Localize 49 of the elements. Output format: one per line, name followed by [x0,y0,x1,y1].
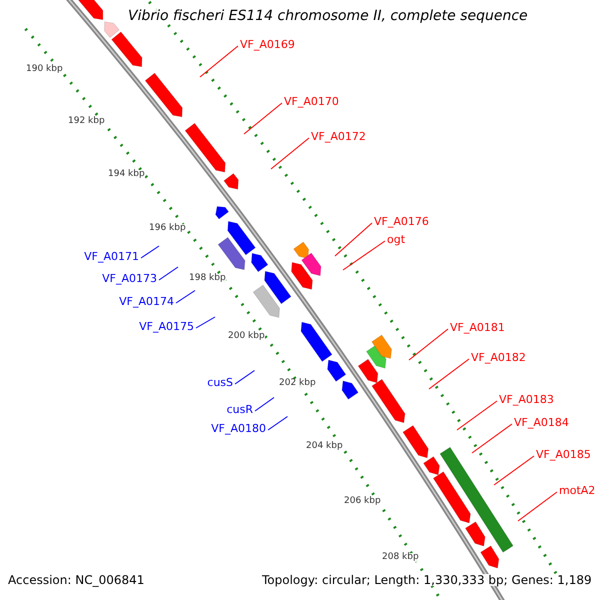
gene-label: VF_A0180 [211,423,266,434]
leader-line [254,397,274,412]
leader-line [456,400,498,430]
tick-label: 196 kbp [149,224,186,233]
leader-line [334,222,372,256]
tick-label: 194 kbp [108,170,145,179]
tick-label: 206 kbp [344,497,381,506]
gene-label: cusS [207,377,233,388]
gene-label: cusR [226,404,253,415]
leader-line [472,424,512,454]
gene-label: motA2 [559,485,596,496]
chart-title: Vibrio fischeri ES114 chromosome II, complete sequence [128,9,528,23]
gene-label: VF_A0170 [284,96,339,107]
gene-label: VF_A0175 [139,321,194,332]
leader-line [200,46,238,78]
leader-line [408,328,448,360]
leader-line [158,266,178,280]
leader-line [196,316,216,328]
tick-label: 208 kbp [382,553,419,562]
gene-label: VF_A0176 [374,216,429,227]
gene-label: VF_A0169 [240,39,295,50]
gene-label: VF_A0173 [102,273,157,284]
accession-text: Accession: NC_006841 [8,574,144,586]
tick-label: 192 kbp [68,117,105,126]
leader-line [270,138,310,170]
leader-line [428,358,470,390]
gene-label: VF_A0182 [471,352,526,363]
leader-line [234,370,255,384]
leader-line [342,240,386,270]
topology-text: Topology: circular; Length: 1,330,333 bp; Genes: 1,189 [262,574,592,586]
leader-line [268,416,288,430]
gene-label: VF_A0174 [119,296,174,307]
gene-label: VF_A0184 [514,417,569,428]
leader-line [518,492,558,522]
leader-line [494,456,534,486]
gene-label: VF_A0172 [311,131,366,142]
tick-label: 202 kbp [279,379,316,388]
tick-label: 204 kbp [306,442,343,451]
gene-label: VF_A0183 [499,394,554,405]
gene-label: VF_A0185 [536,449,591,460]
leader-line [140,246,160,258]
tick-label: 200 kbp [228,332,265,341]
gene-label: ogt [387,234,406,245]
gene-label: VF_A0171 [84,251,139,262]
tick-label: 198 kbp [189,274,226,283]
leader-line [244,102,282,134]
tick-label: 190 kbp [26,65,63,74]
leader-line [176,290,196,304]
gene-label: VF_A0181 [450,322,505,333]
